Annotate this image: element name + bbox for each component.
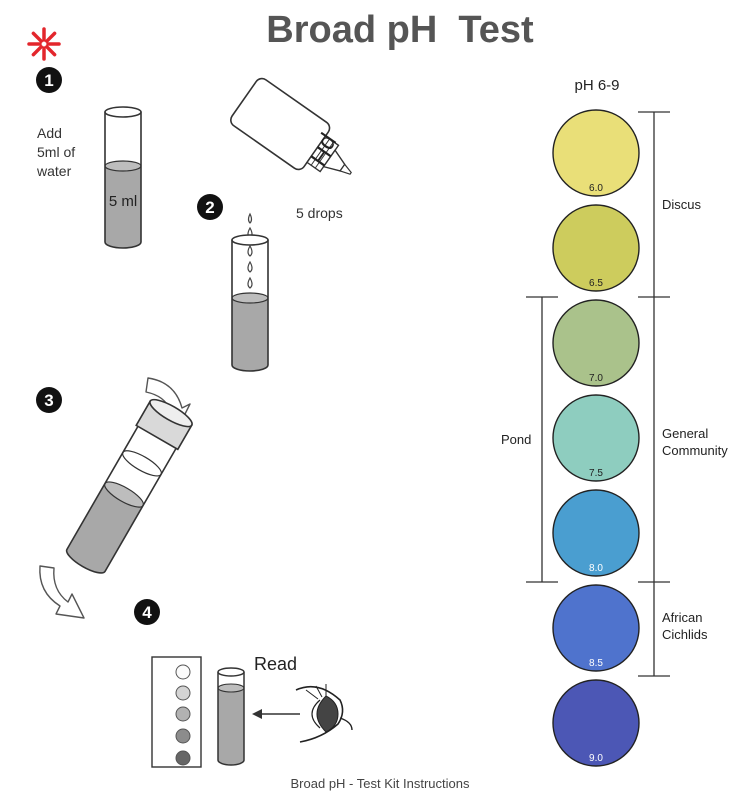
view-arrow-icon [252, 709, 300, 719]
swatch-ph-9-0 [552, 679, 640, 767]
step-2-number: 2 [205, 198, 214, 217]
swatch-label: 7.0 [589, 373, 603, 384]
step-1-instruction: Add 5ml of water [36, 125, 79, 179]
swatch-ph-7-5 [552, 394, 640, 482]
group-brackets [526, 111, 670, 677]
swatch-label: 6.5 [589, 278, 603, 289]
group-label-discus: Discus [662, 197, 702, 212]
group-label-general-community: General Community [662, 426, 728, 458]
step-1-number: 1 [44, 71, 53, 90]
test-tube-with-water [104, 106, 142, 249]
image-caption: Broad pH - Test Kit Instructions [291, 776, 470, 791]
group-label-african-cichlids: African Cichlids [662, 610, 708, 642]
step-4: 4 Read [134, 599, 353, 768]
step-2: 2 pH 5 drops [197, 77, 352, 372]
swatch-ph-6-5 [552, 204, 640, 292]
color-chart: 6.0 6.5 7.0 7.5 8.0 8.5 9.0 [552, 109, 640, 767]
swatch-ph-8-0 [552, 489, 640, 577]
capped-tube-shaking [65, 398, 193, 574]
swatch-label: 8.0 [589, 563, 603, 574]
chart-range-label: pH 6-9 [574, 77, 619, 94]
swatch-label: 6.0 [589, 183, 603, 194]
rotate-arrow-bottom-icon [39, 565, 85, 619]
step-4-number: 4 [142, 603, 152, 622]
falling-drops [247, 212, 253, 289]
swatch-ph-7-0 [552, 299, 640, 387]
swatch-ph-8-5 [552, 584, 640, 672]
swatch-label: 7.5 [589, 468, 603, 479]
step-3: 3 [36, 377, 193, 619]
drops-label: 5 drops [296, 205, 343, 221]
swatch-label: 8.5 [589, 658, 603, 669]
step-4-badge [134, 599, 160, 625]
swatch-label: 9.0 [589, 753, 603, 764]
tube-volume-label: 5 ml [109, 193, 137, 210]
step-1-badge [36, 67, 62, 93]
page-title: Broad pH Test [266, 9, 534, 51]
reagent-bottle-icon [230, 77, 352, 175]
read-label: Read [254, 654, 297, 674]
step-3-badge [36, 387, 62, 413]
logo-icon [27, 27, 61, 61]
step-3-number: 3 [44, 391, 53, 410]
eye-icon [295, 684, 353, 743]
test-tube-read [217, 667, 245, 766]
step-2-badge [197, 194, 223, 220]
step-1: 1 Add 5ml of water 5 ml [36, 67, 142, 249]
mini-color-card [151, 656, 202, 768]
group-label-pond: Pond [501, 432, 531, 447]
test-tube-with-drops [231, 234, 269, 372]
swatch-ph-6-0 [552, 109, 640, 197]
